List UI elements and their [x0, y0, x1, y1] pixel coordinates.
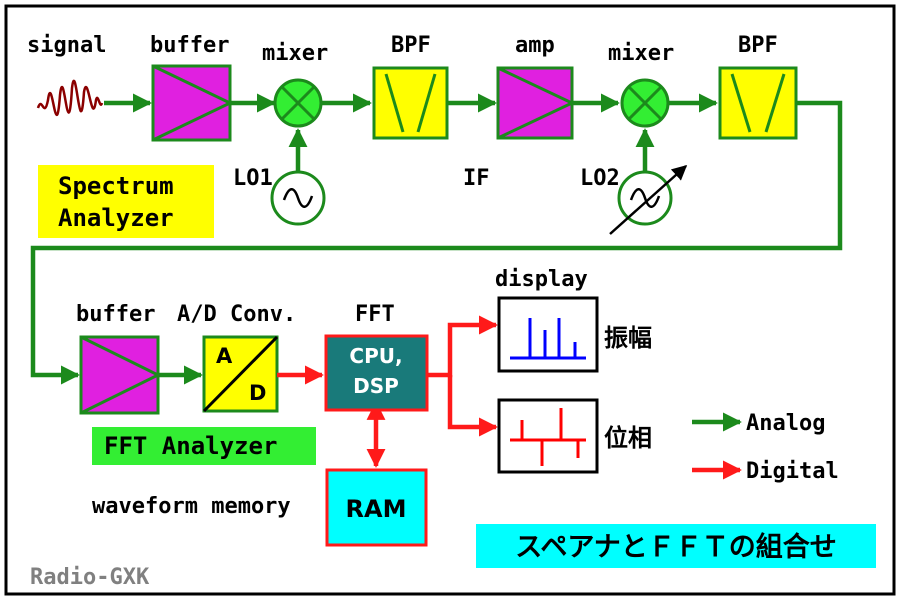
digital-lines — [277, 315, 498, 468]
buffer2-block — [79, 335, 162, 415]
lo2-label: LO2 — [580, 166, 620, 191]
phase-display — [497, 398, 599, 474]
if-label: IF — [463, 166, 490, 191]
spectrum-line2: Analyzer — [58, 204, 174, 232]
mixer1-circle-x-icon — [273, 78, 323, 128]
legend-digital-label: Digital — [746, 459, 839, 484]
mixer1-label: mixer — [262, 41, 328, 66]
mixer2-label: mixer — [608, 41, 674, 66]
signal-label: signal — [27, 33, 106, 58]
spectrum-analyzer-box: Spectrum Analyzer — [38, 165, 214, 238]
buffer1-label: buffer — [150, 33, 229, 58]
bpf2-block — [718, 66, 798, 140]
lo2-sine-oscillator-icon — [617, 170, 673, 226]
amp-block — [496, 66, 576, 140]
adc-a-label: A — [216, 344, 233, 368]
fft-analyzer-label: FFT Analyzer — [104, 432, 277, 460]
adc-d-label: D — [249, 381, 266, 405]
display-label: display — [495, 267, 588, 292]
lo2-variable-arrow-icon — [609, 164, 688, 235]
lo1-sine-oscillator-icon — [270, 170, 326, 226]
buffer1-block — [151, 64, 234, 142]
amplitude-label: 振幅 — [604, 324, 652, 352]
ram-label: RAM — [346, 495, 407, 523]
bpf1-label: BPF — [391, 33, 431, 58]
spectrum-line1: Spectrum — [58, 172, 174, 200]
buffer2-label: buffer — [76, 302, 155, 327]
adc-title-label: A/D Conv. — [177, 302, 296, 327]
fft-analyzer-box: FFT Analyzer — [92, 427, 316, 465]
phase-label: 位相 — [604, 424, 652, 452]
legend: Analog Digital — [692, 411, 839, 484]
ram-block: RAM — [325, 468, 428, 547]
signal-waveform-icon — [36, 79, 104, 116]
credit-text: Radio-GXK — [30, 565, 150, 590]
lo1-label: LO1 — [233, 166, 273, 191]
bpf2-label: BPF — [738, 33, 778, 58]
legend-analog-label: Analog — [746, 411, 825, 436]
title-text: スペアナとＦＦＴの組合せ — [515, 531, 837, 563]
bpf1-block — [372, 66, 449, 140]
cpu-line2: DSP — [353, 374, 399, 398]
cpu-dsp-block: CPU, DSP — [324, 334, 429, 412]
analog-lines-top — [30, 93, 843, 385]
amplitude-display — [497, 296, 599, 373]
title-box: スペアナとＦＦＴの組合せ — [476, 524, 876, 568]
mixer2-circle-x-icon — [620, 78, 670, 128]
waveform-memory-label: waveform memory — [92, 494, 291, 519]
adc-block: A D — [202, 335, 279, 413]
fft-label: FFT — [355, 302, 395, 327]
cpu-line1: CPU, — [349, 344, 402, 368]
amp-label: amp — [515, 33, 555, 58]
